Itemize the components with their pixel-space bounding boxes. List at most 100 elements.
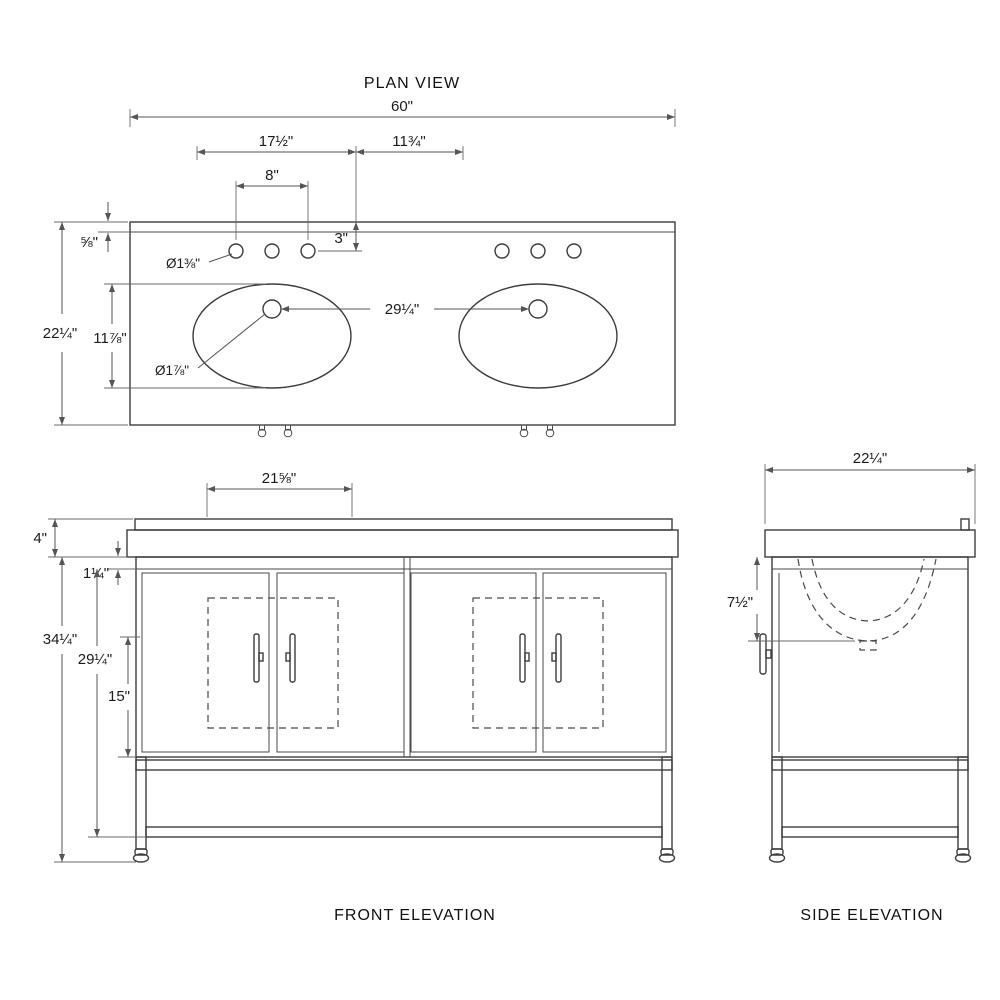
right-foot-stem: [660, 848, 674, 856]
hidden-sink-bowl: [797, 558, 937, 651]
base-right-leg: [661, 756, 673, 850]
front-foot-stem: [770, 848, 784, 856]
plan-countertop: [129, 221, 676, 426]
handle-mount: [524, 652, 530, 662]
plan-dim-sink-gap: 11¾": [356, 133, 464, 160]
side-base-frame: [768, 756, 972, 863]
left-sink-basin: [192, 283, 352, 389]
front-elevation-title: FRONT ELEVATION: [334, 907, 496, 924]
side-elevation: SIDE ELEVATION: [727, 450, 976, 924]
base-bottom-rail: [781, 826, 959, 838]
door-4: [542, 572, 667, 753]
handle-mount: [285, 652, 291, 662]
faucet-hole: [494, 243, 510, 259]
right-foot-pad: [658, 853, 676, 863]
side-cabinet-body: [771, 556, 969, 758]
dim-sink-width-label: 17½": [259, 133, 294, 150]
dim-door-panel-height-label: 15": [108, 688, 130, 705]
drain-dia-label: Ø1⅞": [155, 363, 189, 378]
handle-bar: [759, 633, 767, 675]
plan-dim-backsplash: ⅝": [80, 202, 130, 252]
faucet-hole: [300, 243, 316, 259]
handle-mount: [551, 652, 557, 662]
left-foot-stem: [134, 848, 148, 856]
door-2: [276, 572, 405, 753]
plan-dim-drain-spacing: 29¼": [281, 301, 529, 318]
base-left-leg: [135, 756, 147, 850]
left-door-dashed-panel: [207, 597, 339, 729]
mounting-clips: [257, 424, 555, 438]
base-top-rail: [135, 759, 673, 771]
base-back-leg: [957, 756, 969, 850]
dim-bowl-depth-label: 7½": [727, 594, 753, 611]
faucet-hole-dia-label: Ø1⅜": [166, 256, 200, 271]
faucet-hole: [264, 243, 280, 259]
plan-dim-faucet-spread: 8": [235, 167, 309, 240]
plan-dim-overall-width: 60": [129, 98, 676, 127]
dim-sink-depth-label: 11⅞": [93, 330, 126, 347]
plan-label-drain-dia: Ø1⅞": [155, 313, 266, 378]
dim-cabinet-height-label: 29¼": [78, 651, 113, 668]
back-foot-pad: [954, 853, 972, 863]
dim-drain-spacing-label: 29¼": [385, 301, 420, 318]
dim-counter-height-label: 4": [33, 530, 47, 547]
dim-faucet-spread-label: 8": [265, 167, 279, 184]
faucet-hole: [530, 243, 546, 259]
dim-sink-gap-label: 11¾": [392, 133, 425, 150]
plan-dim-overall-depth: 22¼": [43, 221, 128, 426]
faucet-holes: [228, 243, 582, 259]
handle-bar: [555, 633, 562, 683]
side-elevation-title: SIDE ELEVATION: [800, 907, 943, 924]
handle-bar: [253, 633, 260, 683]
door-1: [141, 572, 270, 753]
front-counter-slab: [126, 529, 679, 558]
dim-overall-depth-label: 22¼": [43, 325, 78, 342]
front-dim-cabinet-height: 29¼": [78, 569, 146, 838]
plan-view-title: PLAN VIEW: [364, 75, 460, 92]
base-top-rail: [771, 759, 969, 771]
dim-side-depth-label: 22¼": [853, 450, 888, 467]
dim-frame-reveal-label: 1¼": [83, 565, 109, 582]
side-dim-bowl-depth: 7½": [727, 557, 855, 642]
front-foot-pad: [768, 853, 786, 863]
dim-faucet-setback-label: 3": [334, 230, 348, 247]
right-door-dashed-panel: [472, 597, 604, 729]
faucet-hole: [566, 243, 582, 259]
side-door-handle: [759, 633, 772, 675]
bowl-outer-dashed: [797, 558, 937, 642]
front-dim-door-panel-height: 15": [108, 636, 140, 758]
door-handles: [253, 633, 562, 683]
base-bottom-rail: [145, 826, 663, 838]
plan-dim-sink-width: 17½": [196, 133, 357, 251]
plan-view: PLAN VIEW 60": [43, 75, 676, 438]
dim-top-width-label: 21⅝": [262, 470, 297, 487]
front-base-frame: [132, 756, 676, 863]
side-counter-slab: [764, 529, 976, 558]
front-dim-overall-height: 34¼": [43, 557, 136, 863]
plan-dim-faucet-setback: 3": [318, 222, 362, 252]
front-elevation: FRONT ELEVATION: [33, 470, 679, 924]
drain-stub-dashed: [859, 640, 877, 651]
faucet-hole: [228, 243, 244, 259]
plan-label-faucet-hole-dia: Ø1⅜": [166, 253, 233, 271]
handle-bar: [519, 633, 526, 683]
cabinet-doors: [141, 572, 667, 753]
base-front-leg: [771, 756, 783, 850]
door-3: [410, 572, 537, 753]
front-dim-top-width: 21⅝": [206, 470, 353, 517]
front-dim-frame-reveal: 1¼": [83, 541, 136, 585]
handle-mount: [765, 649, 772, 659]
back-foot-stem: [956, 848, 970, 856]
handle-bar: [289, 633, 296, 683]
dim-overall-height-label: 34¼": [43, 631, 78, 648]
side-dim-depth: 22¼": [764, 450, 976, 524]
dim-backsplash-label: ⅝": [80, 234, 98, 251]
handle-mount: [258, 652, 264, 662]
dim-overall-width-label: 60": [391, 98, 413, 115]
side-backsplash-profile: [960, 518, 970, 531]
right-sink-basin: [458, 283, 618, 389]
bowl-rim-dashed: [811, 558, 925, 622]
front-backsplash: [134, 518, 673, 531]
